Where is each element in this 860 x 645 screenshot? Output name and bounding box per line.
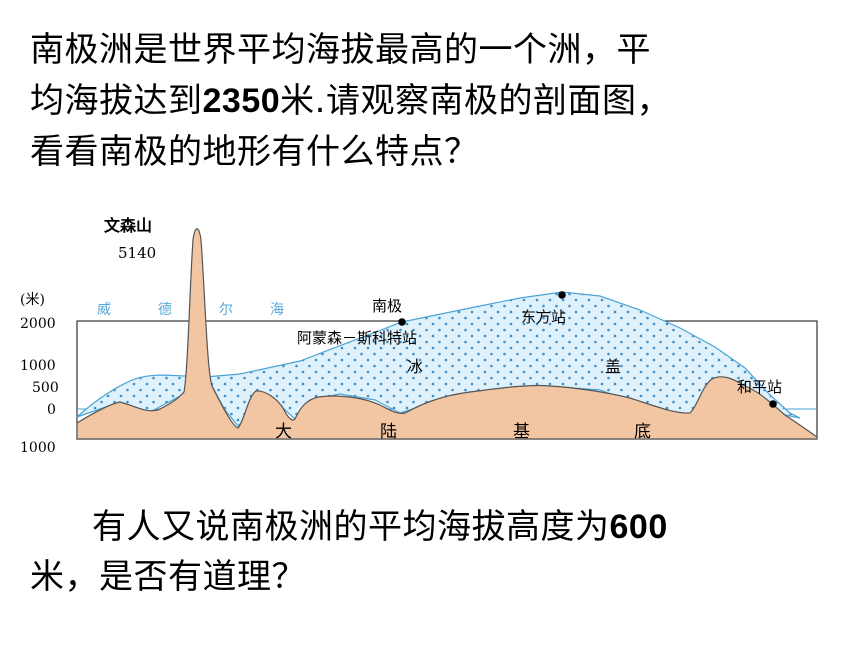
bedrock-char-2: 陆 (380, 422, 397, 442)
amundsen-scott-station-label: 阿蒙森－斯科特站 (297, 329, 417, 347)
intro-line-3: 看看南极的地形有什么特点？ (30, 132, 479, 172)
question-line-1: 有人又说南极洲的平均海拔高度为600 (92, 507, 668, 547)
weddell-sea-char-1: 威 (97, 302, 111, 318)
question-line-1-a: 有人又说南极洲的平均海拔高度为 (92, 507, 610, 547)
average-altitude-value: 2350 (202, 82, 281, 120)
y-tick-2000: 2000 (20, 316, 56, 332)
mirny-station-marker (769, 400, 777, 408)
weddell-sea-char-4: 海 (270, 302, 284, 318)
mirny-station-label: 和平站 (737, 378, 782, 396)
ice-sheet-char-2: 盖 (605, 357, 621, 376)
intro-line-2-b: 米.请观察南极的剖面图， (280, 81, 671, 121)
weddell-sea-char-2: 德 (158, 302, 172, 318)
bedrock-char-4: 底 (634, 422, 651, 442)
vinson-massif-label: 文森山 (104, 216, 152, 235)
y-tick-0: 0 (47, 402, 56, 418)
y-tick-neg-1000: 1000 (20, 440, 56, 456)
question-line-2: 米，是否有道理？ (30, 557, 306, 597)
south-pole-label: 南极 (372, 297, 402, 315)
south-pole-marker (398, 318, 406, 326)
intro-line-1: 南极洲是世界平均海拔最高的一个洲，平 (30, 30, 651, 70)
y-tick-500: 500 (32, 380, 59, 396)
weddell-sea-char-3: 尔 (219, 302, 233, 318)
vostok-station-marker (558, 291, 566, 299)
intro-line-2-a: 均海拔达到 (30, 81, 203, 121)
y-tick-1000: 1000 (20, 358, 56, 374)
vostok-station-label: 东方站 (521, 308, 566, 326)
bedrock-char-3: 基 (513, 422, 530, 442)
y-axis-unit: (米) (20, 292, 45, 308)
continental-bedrock (76, 228, 818, 440)
intro-line-2: 均海拔达到2350米.请观察南极的剖面图， (30, 81, 671, 121)
ice-sheet-char-1: 冰 (407, 357, 423, 376)
vinson-massif-height: 5140 (118, 244, 156, 262)
bedrock-char-1: 大 (275, 422, 292, 442)
claimed-altitude-value: 600 (609, 508, 668, 546)
antarctica-profile-diagram: (米) 2000 1000 500 0 1000 文森山 5140 威 德 尔 … (20, 216, 818, 456)
